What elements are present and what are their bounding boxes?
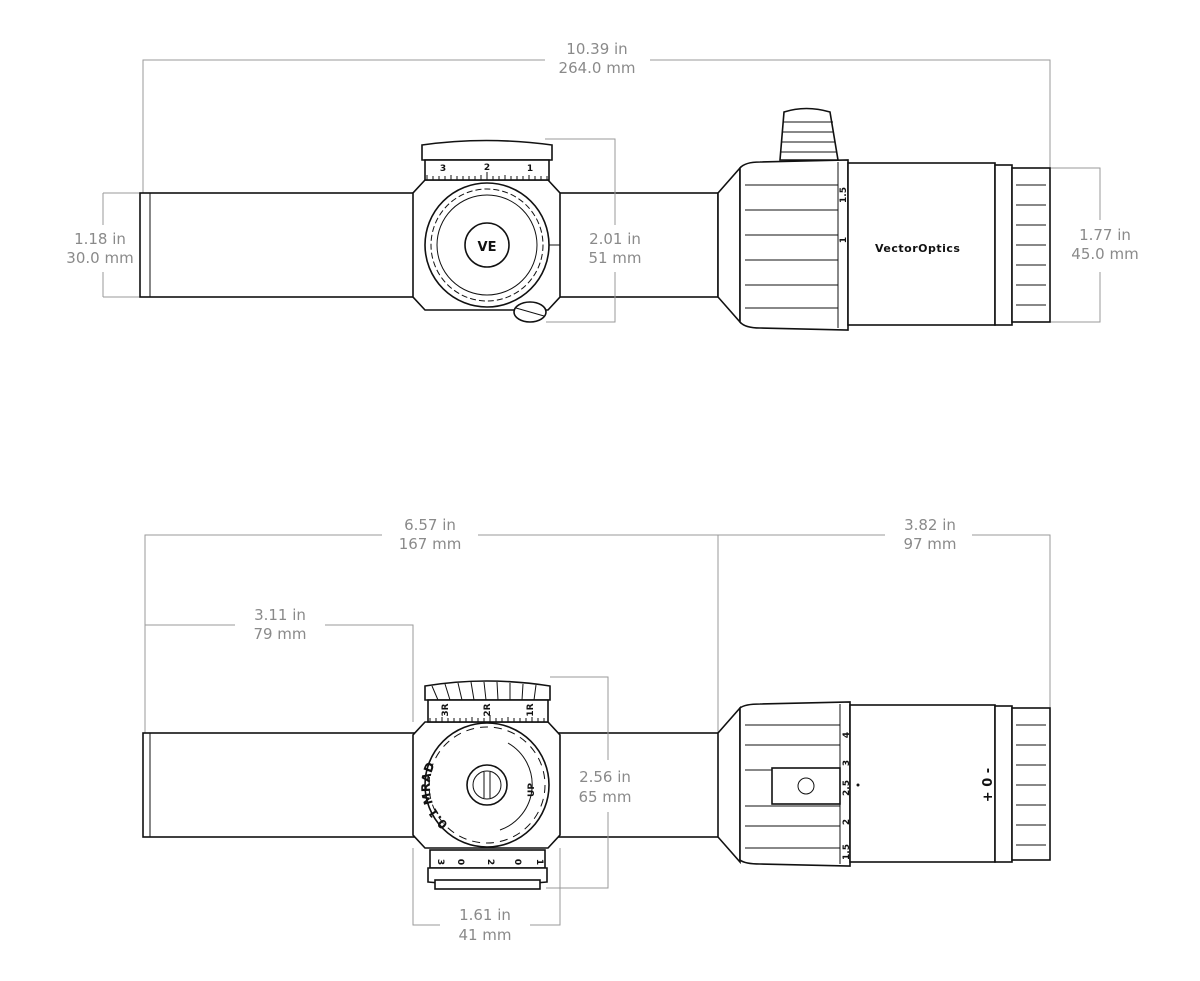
svg-text:1R: 1R [526,703,536,716]
svg-text:2: 2 [485,859,495,865]
svg-text:3R: 3R [441,703,451,716]
svg-text:79 mm: 79 mm [253,625,306,643]
svg-text:1: 1 [534,859,544,865]
dim-eyepiece-diameter: 1.77 in 45.0 mm [1050,167,1139,323]
svg-text:1.77 in: 1.77 in [1079,226,1131,244]
svg-text:VectorOptics: VectorOptics [875,242,960,255]
elevation-turret-cap[interactable] [421,139,553,161]
svg-text:264.0 mm: 264.0 mm [559,59,636,77]
dim-tube-diameter: 1.18 in 30.0 mm [66,192,140,298]
svg-text:2.56 in: 2.56 in [579,768,631,786]
svg-text:167 mm: 167 mm [399,535,462,553]
throw-lever[interactable] [779,107,839,161]
svg-text:2: 2 [484,163,490,173]
svg-text:30.0 mm: 30.0 mm [66,249,133,267]
svg-text:2.5: 2.5 [842,780,852,796]
dim-overall-length: 10.39 in 264.0 mm [142,40,1051,193]
elevation-turret-cap[interactable] [424,680,551,701]
dim-turret-height: 2.01 in 51 mm [545,138,642,323]
svg-text:0: 0 [455,859,465,865]
dim-front-to-power: 6.57 in 167 mm [144,516,719,733]
dim-front-to-turret: 3.11 in 79 mm [145,606,414,722]
svg-text:41 mm: 41 mm [458,926,511,944]
svg-text:3.11 in: 3.11 in [254,606,306,624]
svg-text:3.82 in: 3.82 in [904,516,956,534]
eyepiece[interactable] [1011,707,1051,861]
svg-text:10.39 in: 10.39 in [566,40,627,58]
throw-lever-mount [771,767,841,805]
dim-power-to-rear: 3.82 in 97 mm [718,516,1051,708]
svg-text:3: 3 [842,760,852,766]
svg-text:3: 3 [435,859,445,865]
dim-turret-span: 2.56 in 65 mm [546,676,632,889]
svg-text:51 mm: 51 mm [588,249,641,267]
svg-text:45.0 mm: 45.0 mm [1071,245,1138,263]
svg-text:2.01 in: 2.01 in [589,230,641,248]
svg-text:1: 1 [839,237,849,243]
power-ring[interactable] [739,159,849,331]
logo-badge [464,222,510,268]
svg-text:1.61 in: 1.61 in [459,906,511,924]
dim-turret-width: 1.61 in 41 mm [412,848,561,944]
svg-text:2R: 2R [483,703,493,716]
svg-text:1: 1 [527,164,533,174]
svg-text:6.57 in: 6.57 in [404,516,456,534]
svg-text:1 CLICK = 0.1 MRAD: 1 CLICK = 0.1 MRAD [0,0,450,832]
svg-text:1.5: 1.5 [839,187,849,203]
svg-text:4: 4 [842,732,852,738]
svg-text:65 mm: 65 mm [578,788,631,806]
svg-text:3: 3 [440,164,446,174]
svg-text:97 mm: 97 mm [903,535,956,553]
svg-text:+ 0 -: + 0 - [981,768,996,802]
svg-text:2: 2 [842,819,852,825]
scope-top-view: 10.39 in 264.0 mm 1.18 in 30.0 mm 1.77 i… [66,40,1139,331]
svg-text:0: 0 [512,859,522,865]
svg-text:1.5: 1.5 [842,844,852,860]
svg-text:1.18 in: 1.18 in [74,230,126,248]
svg-text:UP: UP [527,783,537,797]
svg-text:VE: VE [478,240,497,255]
